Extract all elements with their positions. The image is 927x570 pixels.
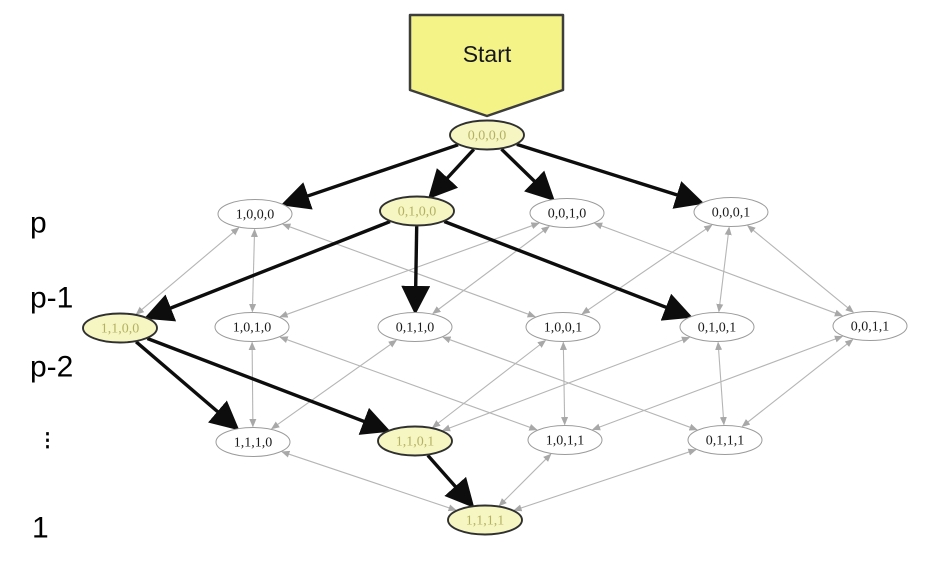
state-node-0-0-1-0: 0,0,1,0 bbox=[529, 198, 605, 228]
start-banner: Start bbox=[408, 13, 565, 118]
node-ellipse bbox=[527, 425, 603, 455]
node-label: 1,0,0,0 bbox=[236, 208, 275, 223]
node-label: 0,1,0,1 bbox=[698, 321, 737, 336]
state-node-0-0-0-0: 0,0,0,0 bbox=[449, 119, 525, 151]
node-ellipse bbox=[679, 312, 755, 342]
node-label: 1,0,0,1 bbox=[544, 321, 583, 336]
path-edge-0100-0110 bbox=[401, 226, 431, 315]
state-node-1-0-1-0: 1,0,1,0 bbox=[214, 312, 290, 342]
level-label-p-2: p-2 bbox=[30, 351, 73, 384]
start-banner-label: Start bbox=[463, 41, 512, 67]
edge-0101-1101 bbox=[441, 336, 691, 432]
state-node-0-0-1-1: 0,0,1,1 bbox=[832, 311, 908, 341]
path-edge-0100-0101 bbox=[443, 219, 693, 321]
edge-0001-0101 bbox=[716, 226, 732, 313]
path-edge-1100-1101 bbox=[146, 336, 391, 435]
node-label: 0,1,0,0 bbox=[398, 205, 437, 220]
edge-0101-0111 bbox=[715, 341, 727, 426]
node-label: 1,1,1,1 bbox=[466, 514, 505, 529]
lattice-nodes: 0,0,0,0 1,0,0,0 0,1,0,0 0,0,1,0 0,0,0,1 1,1,0… bbox=[82, 119, 908, 536]
node-ellipse bbox=[693, 197, 769, 227]
state-node-0-1-1-1: 0,1,1,1 bbox=[687, 425, 763, 455]
node-ellipse bbox=[529, 198, 605, 228]
path-edge-1101-1111 bbox=[426, 454, 475, 509]
node-label: 1,0,1,0 bbox=[233, 321, 272, 336]
node-ellipse bbox=[377, 425, 453, 457]
level-labels: p p-1 p-2 ⋮ 1 bbox=[30, 207, 73, 545]
node-label: 0,0,0,1 bbox=[712, 206, 751, 221]
node-ellipse bbox=[217, 199, 293, 229]
node-ellipse bbox=[447, 504, 523, 536]
state-node-1-0-0-1: 1,0,0,1 bbox=[525, 312, 601, 342]
node-label: 0,0,0,0 bbox=[468, 129, 507, 144]
level-label-1: 1 bbox=[32, 512, 49, 545]
level-label-p-1: p-1 bbox=[30, 282, 73, 315]
node-label: 0,1,1,0 bbox=[396, 321, 435, 336]
highlighted-path-edges bbox=[134, 142, 705, 509]
edge-0001-1001 bbox=[581, 224, 713, 315]
edge-0010-0011 bbox=[593, 222, 844, 317]
node-label: 1,1,0,1 bbox=[396, 435, 435, 450]
edge-1010-1110 bbox=[248, 341, 257, 428]
edge-0111-1111 bbox=[513, 448, 697, 512]
edge-1110-1111 bbox=[281, 450, 457, 512]
state-node-0-1-0-1: 0,1,0,1 bbox=[679, 312, 755, 342]
node-ellipse bbox=[82, 312, 158, 344]
level-label-p: p bbox=[30, 207, 47, 240]
state-node-1-1-0-0: 1,1,0,0 bbox=[82, 312, 158, 344]
path-edge-1100-1110 bbox=[134, 340, 240, 431]
path-edge-0000-0100 bbox=[427, 148, 476, 200]
node-label: 1,0,1,1 bbox=[546, 434, 585, 449]
edge-0110-1110 bbox=[270, 339, 398, 430]
path-edge-0000-0001 bbox=[516, 142, 705, 209]
edge-0010-0110 bbox=[432, 225, 550, 315]
edge-0011-1011 bbox=[591, 335, 844, 431]
state-node-0-0-0-1: 0,0,0,1 bbox=[693, 197, 769, 227]
node-ellipse bbox=[379, 195, 455, 227]
path-edge-0000-1000 bbox=[280, 143, 459, 210]
node-label: 1,1,1,0 bbox=[234, 436, 273, 451]
node-ellipse bbox=[687, 425, 763, 455]
node-ellipse bbox=[449, 119, 525, 151]
node-label: 0,0,1,0 bbox=[548, 207, 587, 222]
node-ellipse bbox=[832, 311, 908, 341]
state-node-1-0-0-0: 1,0,0,0 bbox=[217, 199, 293, 229]
edge-1000-1010 bbox=[249, 228, 258, 313]
node-label: 0,1,1,1 bbox=[706, 434, 745, 449]
level-label-⋮: ⋮ bbox=[38, 431, 57, 452]
edge-1010-1011 bbox=[279, 336, 538, 431]
node-ellipse bbox=[214, 312, 290, 342]
path-edge-0000-0010 bbox=[500, 147, 555, 202]
edge-1011-1111 bbox=[498, 453, 552, 507]
node-label: 1,1,0,0 bbox=[101, 322, 140, 337]
state-node-1-1-1-1: 1,1,1,1 bbox=[447, 504, 523, 536]
node-ellipse bbox=[377, 312, 453, 342]
state-node-0-1-0-0: 0,1,0,0 bbox=[379, 195, 455, 227]
node-ellipse bbox=[525, 312, 601, 342]
path-edge-0100-1100 bbox=[143, 220, 391, 322]
edge-0011-0111 bbox=[741, 339, 854, 427]
node-ellipse bbox=[215, 427, 291, 457]
edge-1001-1011 bbox=[559, 341, 569, 426]
node-label: 0,0,1,1 bbox=[851, 320, 890, 335]
state-node-1-1-1-0: 1,1,1,0 bbox=[215, 427, 291, 457]
state-node-0-1-1-0: 0,1,1,0 bbox=[377, 312, 453, 342]
lattice-edges-gray bbox=[135, 222, 854, 512]
state-node-1-0-1-1: 1,0,1,1 bbox=[527, 425, 603, 455]
edge-0001-0011 bbox=[747, 225, 854, 313]
start-banner-shape bbox=[408, 13, 565, 118]
state-node-1-1-0-1: 1,1,0,1 bbox=[377, 425, 453, 457]
